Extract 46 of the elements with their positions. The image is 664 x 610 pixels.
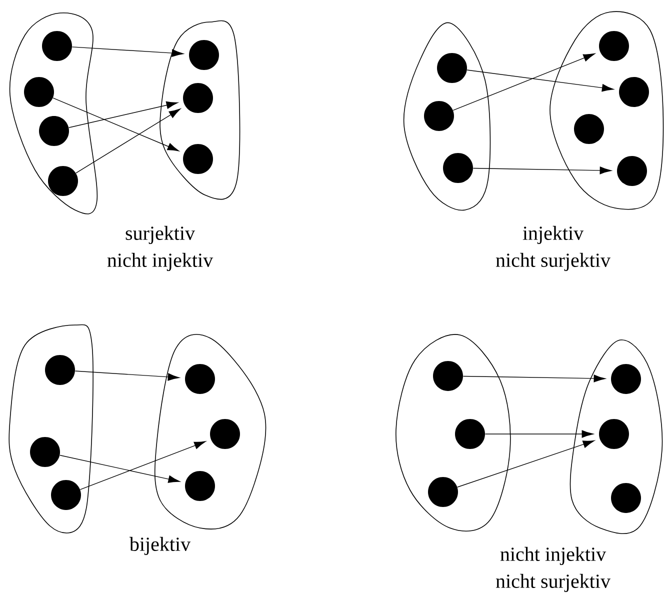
caption: nicht surjektiv xyxy=(496,252,611,272)
element-dot xyxy=(619,77,649,107)
arrow xyxy=(452,53,595,111)
element-dot xyxy=(42,31,72,61)
arrow xyxy=(80,441,206,490)
caption: injektiv xyxy=(522,226,584,244)
caption: bijektiv xyxy=(129,536,191,556)
arrow xyxy=(76,108,181,174)
arrow xyxy=(60,454,180,483)
element-dot xyxy=(45,355,75,385)
arrow xyxy=(472,166,612,174)
caption: surjektiv xyxy=(126,226,196,244)
element-dot xyxy=(51,480,81,510)
element-dot xyxy=(437,53,467,83)
caption: nicht injektiv xyxy=(500,546,606,566)
element-dot xyxy=(183,144,213,174)
arrow xyxy=(484,430,594,438)
element-dot xyxy=(24,77,54,107)
arrow xyxy=(52,98,180,152)
element-dot xyxy=(599,31,629,61)
element-dot xyxy=(48,166,78,196)
arrow xyxy=(462,374,606,382)
element-dot xyxy=(39,116,69,146)
element-dot xyxy=(617,156,647,186)
arrow xyxy=(457,440,595,488)
element-dot xyxy=(455,419,485,449)
element-dot xyxy=(210,419,240,449)
element-dot xyxy=(185,364,215,394)
arrow xyxy=(68,101,178,128)
element-dot xyxy=(424,101,454,131)
caption: nicht injektiv xyxy=(107,252,214,272)
caption: nicht surjektiv xyxy=(496,574,611,592)
element-dot xyxy=(185,471,215,501)
element-dot xyxy=(189,40,219,70)
element-dot xyxy=(433,361,463,391)
element-dot xyxy=(443,153,473,183)
element-dot xyxy=(599,419,629,449)
arrow xyxy=(466,70,614,92)
element-dot xyxy=(611,483,641,513)
element-dot xyxy=(611,364,641,394)
element-dot xyxy=(428,477,458,507)
element-dot xyxy=(30,437,60,467)
element-dot xyxy=(183,83,213,113)
arrow xyxy=(72,46,184,57)
arrow xyxy=(74,370,180,381)
element-dot xyxy=(574,114,604,144)
